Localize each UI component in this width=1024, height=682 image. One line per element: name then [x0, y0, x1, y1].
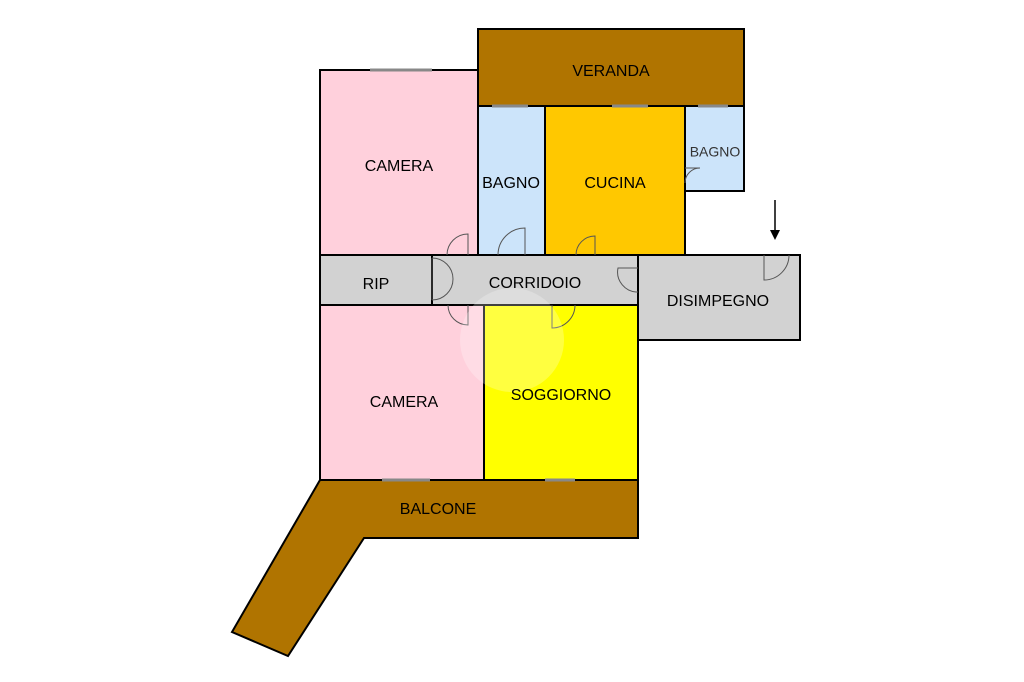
room-bagno-right — [684, 105, 745, 192]
door-bagno-right — [684, 167, 701, 184]
room-balcone — [230, 479, 639, 658]
label-bagno-right: BAGNO — [690, 144, 741, 160]
door-bagno-left — [497, 227, 526, 256]
label-bagno-left: BAGNO — [482, 175, 540, 192]
watermark-logo — [460, 288, 564, 392]
door-entrance — [763, 254, 790, 281]
room-camera-top — [319, 69, 479, 256]
door-disimpegno — [617, 267, 639, 293]
label-corridoio: CORRIDOIO — [489, 275, 581, 292]
door-rip — [431, 257, 454, 301]
door-camera-top — [446, 233, 469, 256]
label-camera-top: CAMERA — [365, 158, 434, 175]
down-arrow-icon — [770, 200, 780, 240]
label-rip: RIP — [363, 276, 390, 293]
label-soggiorno: SOGGIORNO — [511, 387, 611, 404]
room-veranda — [477, 28, 745, 107]
room-cucina — [544, 105, 686, 256]
label-veranda: VERANDA — [572, 63, 650, 80]
door-soggiorno — [551, 304, 576, 329]
label-disimpegno: DISIMPEGNO — [667, 293, 769, 310]
door-camera-bottom — [447, 304, 469, 326]
room-camera-bottom — [319, 304, 485, 481]
label-balcone: BALCONE — [400, 501, 476, 518]
door-cucina — [575, 235, 596, 256]
label-cucina: CUCINA — [584, 175, 646, 192]
room-rip — [319, 254, 433, 306]
label-camera-bottom: CAMERA — [370, 394, 439, 411]
room-disimpegno — [637, 254, 801, 341]
